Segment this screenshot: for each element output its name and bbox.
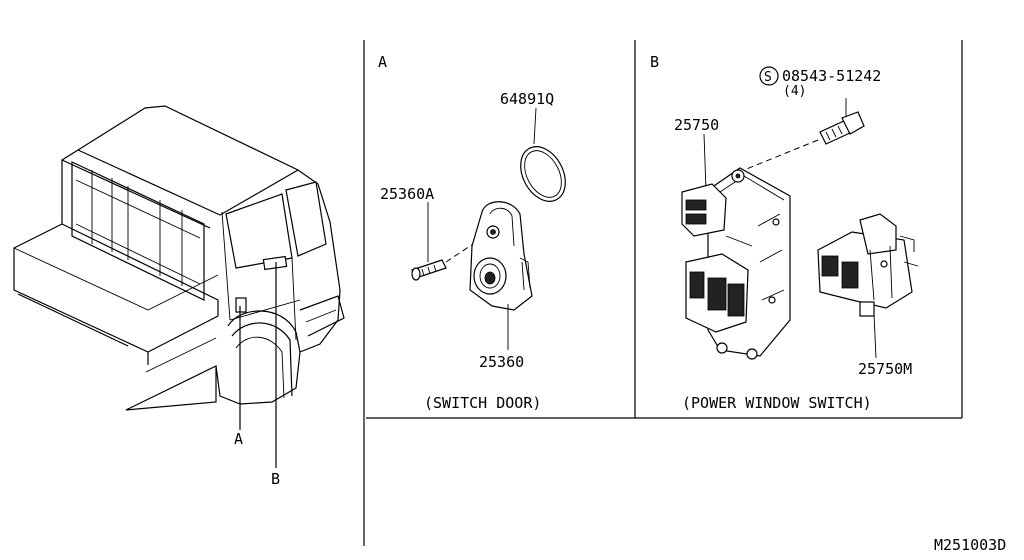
part-25360-label: 25360	[479, 353, 524, 371]
door-switch-25360	[469, 201, 533, 350]
part-25750-label: 25750	[674, 116, 719, 134]
panel-b-letter: B	[650, 53, 659, 71]
part-25360a-label: 25360A	[380, 185, 434, 203]
part-25750m-label: 25750M	[858, 360, 912, 378]
callout-b-label: B	[271, 470, 280, 488]
part-08543-qty: (4)	[783, 84, 806, 99]
vehicle-illustration	[13, 105, 345, 468]
panel-a-letter: A	[378, 53, 387, 71]
part-64891q-label: 64891Q	[500, 90, 554, 108]
diagram-id: M251003D	[934, 536, 1006, 554]
panel-a-caption: (SWITCH DOOR)	[424, 394, 541, 412]
callout-a-label: A	[234, 430, 243, 448]
screw-08543: S	[743, 66, 865, 171]
bolt-25360a	[411, 202, 489, 281]
seal-ring-64891q	[520, 107, 566, 202]
power-window-switch-25750m	[817, 213, 919, 359]
power-window-switch-25750	[681, 133, 791, 360]
panel-b-caption: (POWER WINDOW SWITCH)	[682, 394, 872, 412]
panel-frame	[363, 40, 963, 546]
part-08543-label: 08543-51242	[782, 67, 881, 85]
s-symbol: S	[764, 70, 772, 85]
